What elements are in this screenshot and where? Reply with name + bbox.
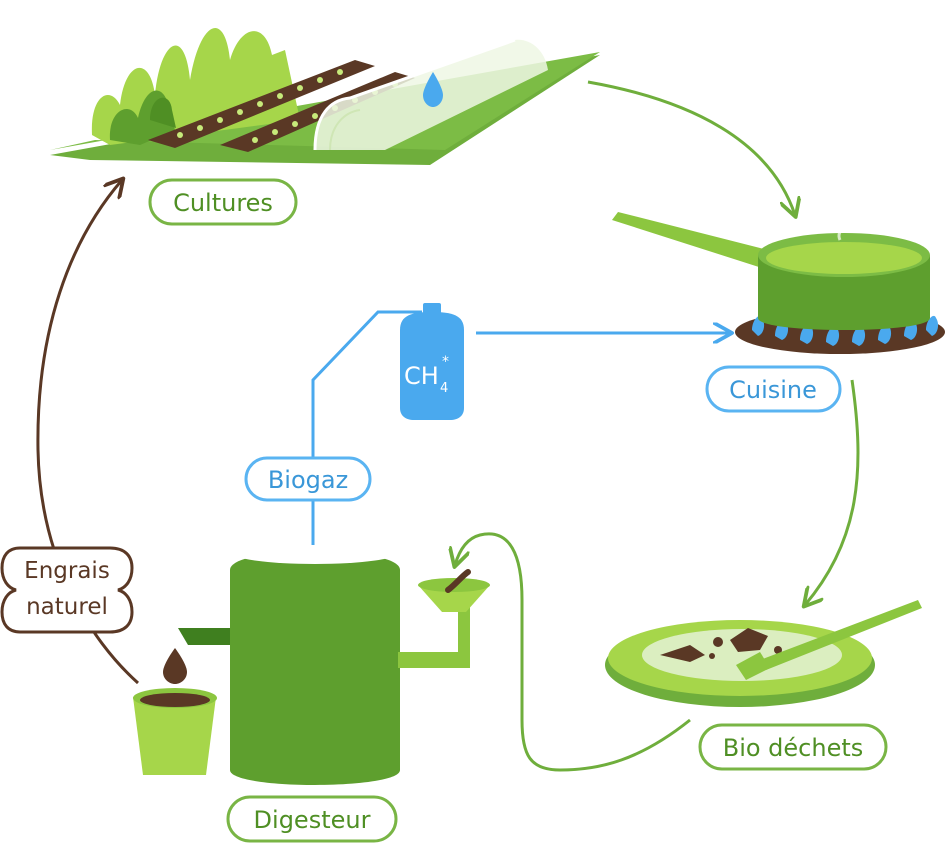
label-engrais-naturel: Engrais naturel	[0, 546, 134, 634]
label-biogaz: Biogaz	[244, 456, 372, 502]
arrow-biodechets-to-digesteur	[455, 532, 691, 772]
label-cultures-text: Cultures	[173, 189, 273, 217]
plate-illustration	[605, 600, 922, 707]
ch4-asterisk: *	[442, 354, 449, 370]
fertilizer-pot-illustration	[133, 648, 217, 775]
label-digesteur-text: Digesteur	[254, 806, 371, 834]
ch4-subscript: 4	[440, 381, 448, 396]
label-cultures: Cultures	[148, 178, 298, 226]
label-engrais-line1: Engrais	[24, 558, 110, 584]
label-bio-dechets-text: Bio déchets	[723, 734, 864, 762]
methane-bottle-illustration: CH 4 *	[400, 303, 464, 420]
label-digesteur: Digesteur	[226, 795, 398, 843]
cooking-pan-illustration	[612, 212, 945, 354]
arrow-cultures-to-cuisine	[587, 80, 795, 215]
label-biogaz-text: Biogaz	[268, 466, 348, 494]
digester-tank-illustration	[178, 540, 490, 785]
crop-field-illustration	[50, 27, 600, 165]
label-engrais-line2: naturel	[26, 594, 108, 620]
label-cuisine: Cuisine	[705, 365, 842, 413]
label-bio-dechets: Bio déchets	[698, 723, 888, 771]
arrow-cuisine-to-biodechets	[805, 379, 860, 605]
ch4-label: CH	[404, 362, 439, 390]
label-cuisine-text: Cuisine	[729, 376, 817, 404]
